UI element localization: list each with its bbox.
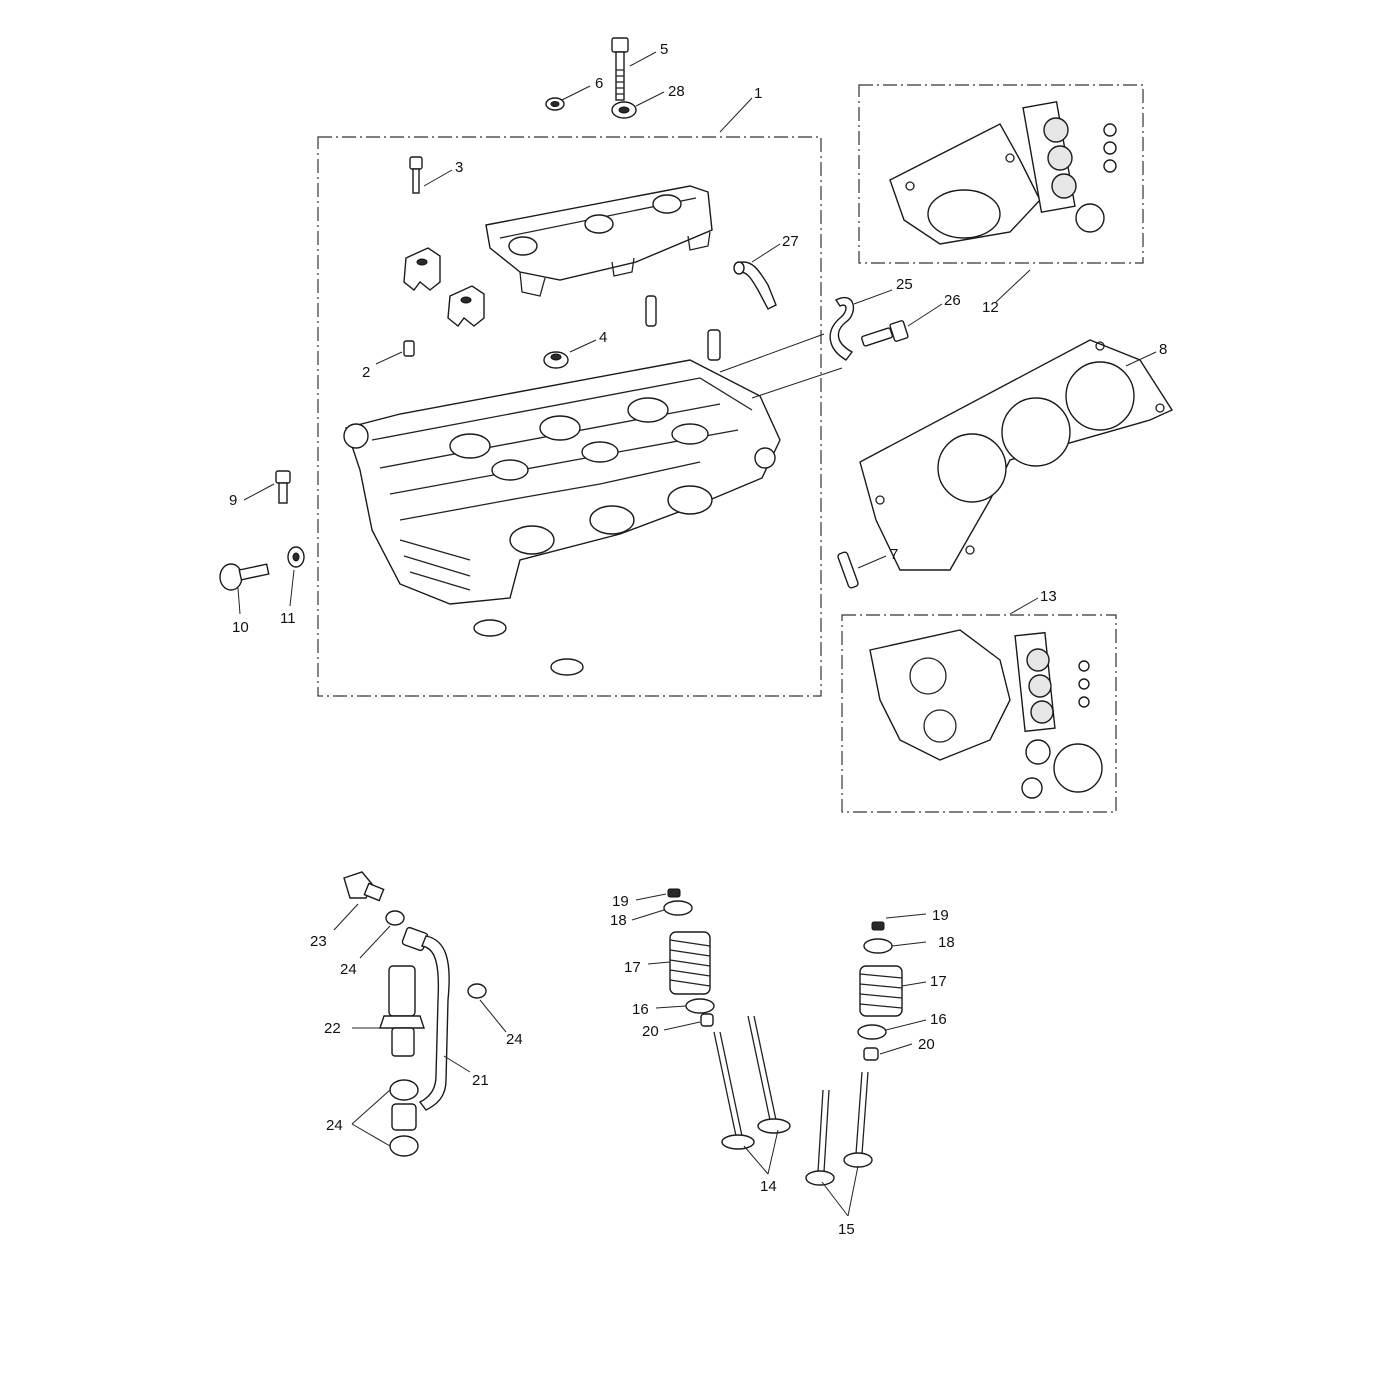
breather-hose — [733, 261, 777, 310]
callout-25: 25 — [896, 276, 913, 293]
callout-12: 12 — [982, 299, 999, 316]
callout-13: 13 — [1040, 588, 1057, 605]
full-gasket-kit-box — [841, 614, 1117, 813]
callout-11: 11 — [280, 610, 296, 627]
callout-2: 2 — [362, 364, 370, 381]
valve-guide-a — [645, 295, 657, 327]
washer-6 — [545, 97, 565, 111]
sealing-washer-b — [389, 1135, 419, 1157]
callout-20b: 20 — [918, 1036, 935, 1053]
callout-4: 4 — [599, 329, 607, 346]
callout-1: 1 — [754, 85, 762, 102]
head-gasket — [859, 339, 1174, 571]
banjo-bolt — [343, 871, 385, 902]
callout-24c: 24 — [326, 1117, 343, 1134]
cam-cap-right — [447, 285, 485, 327]
valve-guide-b — [707, 329, 721, 361]
washer-4 — [543, 351, 569, 369]
cylinder-head — [343, 359, 781, 605]
callout-28: 28 — [668, 83, 685, 100]
exhaust-valves — [805, 1071, 873, 1186]
callout-10: 10 — [232, 619, 249, 636]
inlet-valves — [713, 1015, 791, 1150]
callout-18b: 18 — [938, 934, 955, 951]
callout-9: 9 — [229, 492, 237, 509]
head-bolt-long — [611, 37, 629, 101]
leader-lines — [237, 51, 1157, 1217]
callout-16b: 16 — [930, 1011, 947, 1028]
sealing-washer-a — [389, 1079, 419, 1101]
washer-11 — [287, 546, 305, 568]
callout-6: 6 — [595, 75, 603, 92]
callout-24b: 24 — [506, 1031, 523, 1048]
callout-14: 14 — [760, 1178, 777, 1195]
callout-20a: 20 — [642, 1023, 659, 1040]
sealing-washer-upper — [385, 910, 405, 926]
callout-26: 26 — [944, 292, 961, 309]
bolt-10 — [219, 563, 270, 591]
coolant-fitting — [861, 320, 909, 347]
inlet-valve-train — [663, 888, 715, 1027]
banjo-union — [391, 1103, 417, 1131]
cylinder-head-group-box — [317, 136, 822, 697]
cam-cap-bolt — [409, 156, 423, 194]
gasket-kit-top — [889, 101, 1117, 245]
top-end-gasket-kit-box — [858, 84, 1144, 264]
exhaust-valve-train — [857, 921, 903, 1061]
callout-23: 23 — [310, 933, 327, 950]
callout-22: 22 — [324, 1020, 341, 1037]
callout-19b: 19 — [932, 907, 949, 924]
cam-ladder — [485, 185, 713, 297]
callout-24a: 24 — [340, 961, 357, 978]
gasket-dowel — [837, 551, 859, 589]
callout-7: 7 — [890, 546, 898, 563]
callout-27: 27 — [782, 233, 799, 250]
oil-pipe — [401, 926, 450, 1111]
sealing-washer-side — [467, 983, 487, 999]
callout-17a: 17 — [624, 959, 641, 976]
callout-21: 21 — [472, 1072, 489, 1089]
callout-8: 8 — [1159, 341, 1167, 358]
dowel-pin — [403, 340, 415, 357]
exhaust-seal-upper — [473, 619, 507, 637]
callout-19a: 19 — [612, 893, 629, 910]
callout-18a: 18 — [610, 912, 627, 929]
callout-15: 15 — [838, 1221, 855, 1238]
callout-5: 5 — [660, 41, 668, 58]
gasket-kit-full — [869, 629, 1103, 799]
washer-28 — [611, 101, 637, 119]
exhaust-seal-lower — [550, 658, 584, 676]
coolant-hose — [829, 297, 855, 361]
bolt-9 — [275, 470, 291, 504]
cam-cap-left — [403, 247, 441, 291]
callout-3: 3 — [455, 159, 463, 176]
callout-17b: 17 — [930, 973, 947, 990]
oil-pressure-switch — [379, 965, 425, 1057]
callout-16a: 16 — [632, 1001, 649, 1018]
